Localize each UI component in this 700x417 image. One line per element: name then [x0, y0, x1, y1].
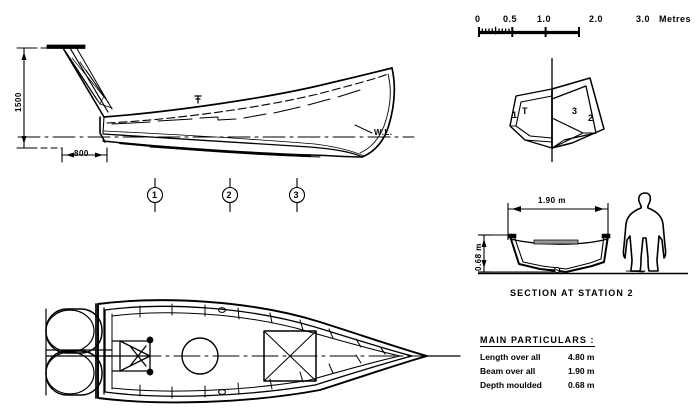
particulars-row-length: Length over all 4.80 m — [480, 352, 594, 362]
profile-length-dimension-label: 800 — [74, 149, 89, 158]
body-plan-label-1: 1 — [512, 110, 518, 120]
station-marker-3 — [288, 178, 306, 212]
beam-dimension-label: 1.90 m — [538, 196, 566, 205]
station-marker-2 — [221, 178, 239, 212]
scale-tick-0-5: 0.5 — [503, 14, 518, 24]
station-markers — [146, 178, 306, 212]
midship-section-drawing — [478, 203, 688, 275]
body-plan-label-3: 3 — [572, 106, 578, 116]
waterline-label: W.L. — [374, 128, 393, 137]
vertical-dimension-1500 — [16, 47, 63, 149]
particulars-row-beam: Beam over all 1.90 m — [480, 366, 594, 376]
particulars-label-depth: Depth moulded — [480, 380, 542, 390]
particulars-label-length: Length over all — [480, 352, 541, 362]
particulars-row-depth: Depth moulded 0.68 m — [480, 380, 594, 390]
particulars-value-length: 4.80 m — [568, 352, 595, 362]
human-scale-figure — [622, 192, 667, 273]
beam-dimension — [507, 203, 609, 240]
deck-plan-drawing — [45, 299, 461, 404]
sheer-profile-drawing — [16, 44, 415, 163]
section-caption: SECTION AT STATION 2 — [510, 288, 634, 298]
particulars-value-beam: 1.90 m — [568, 366, 595, 376]
depth-dimension-label: 0.68 m — [474, 243, 483, 271]
station-marker-1 — [146, 178, 164, 212]
station-label-3: 3 — [293, 190, 300, 200]
body-plan-drawing — [509, 58, 605, 162]
particulars-value-depth: 0.68 m — [568, 380, 595, 390]
scale-bar — [478, 26, 580, 37]
profile-height-dimension-label: 1500 — [14, 92, 23, 112]
particulars-label-beam: Beam over all — [480, 366, 536, 376]
station-label-2: 2 — [226, 190, 233, 200]
horizontal-dimension-800 — [61, 147, 108, 163]
depth-dimension — [478, 234, 560, 273]
particulars-heading: MAIN PARTICULARS : — [480, 335, 595, 347]
station-label-1: 1 — [152, 190, 158, 200]
scale-tick-3-0: 3.0 — [636, 14, 651, 24]
scale-tick-2-0: 2.0 — [589, 14, 604, 24]
scale-unit-label: Metres — [659, 14, 692, 24]
scale-tick-0: 0 — [475, 14, 481, 24]
body-plan-label-2: 2 — [588, 113, 594, 123]
body-plan-label-T: T — [522, 106, 528, 116]
scale-tick-1-0: 1.0 — [537, 14, 552, 24]
